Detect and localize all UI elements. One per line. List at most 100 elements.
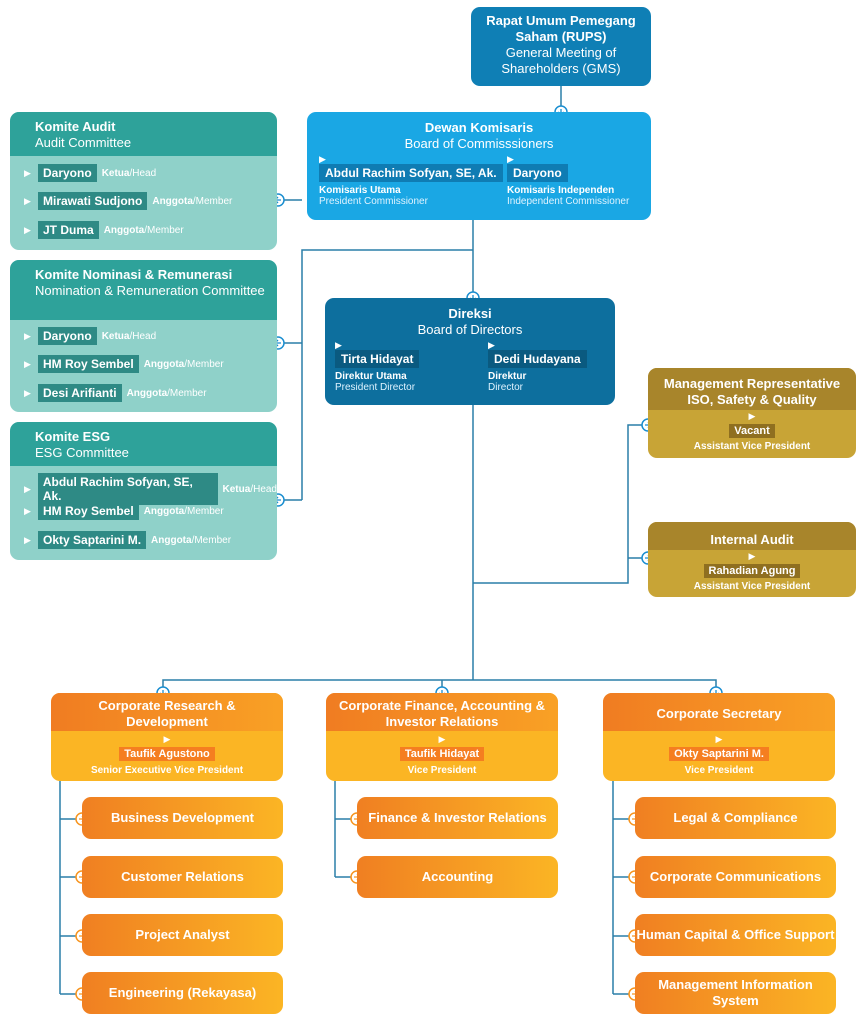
member-role: Anggota (143, 358, 185, 370)
member-role-en: /Member (144, 224, 184, 236)
member-role-en: /Head (129, 167, 157, 179)
commissioners-title: Dewan Komisaris (424, 120, 534, 135)
director-role-en: President Director (335, 382, 416, 393)
dept-head-role: Vice President (684, 765, 754, 776)
member-role: Anggota (151, 534, 192, 546)
member-name: Abdul Rachim Sofyan, SE, Ak. (37, 473, 218, 505)
triangle-icon: ▶ (335, 340, 342, 350)
dept-corporate-secretary: Corporate Secretary ▶ Okty Saptarini M. … (603, 693, 835, 781)
directors-subtitle: Board of Directors (417, 322, 523, 337)
member-role: Anggota (126, 387, 168, 399)
triangle-icon: ▶ (24, 330, 31, 341)
dept-title: Corporate Secretary (603, 693, 835, 731)
committee-member: ▶ Daryono Ketua/Head (24, 327, 156, 345)
commissioner-role: Komisaris Independen (507, 185, 615, 196)
unit-box: Accounting (357, 856, 558, 898)
committee-member: ▶ HM Roy Sembel Anggota/Member (24, 355, 224, 373)
internal-audit-name: Rahadian Agung (703, 564, 801, 578)
member-name: Desi Arifianti (38, 384, 122, 402)
commissioner-member: ▶ Abdul Rachim Sofyan, SE, Ak. Komisaris… (319, 154, 503, 207)
triangle-icon: ▶ (24, 358, 31, 369)
dept-head-name: Taufik Agustono (119, 747, 215, 761)
dept-research-development: Corporate Research & Development ▶ Taufi… (51, 693, 283, 781)
unit-box: Project Analyst (82, 914, 283, 956)
board-of-directors-box: Direksi Board of Directors ▶ Tirta Hiday… (325, 298, 615, 405)
director-member: ▶ Dedi Hudayana Direktur Director (488, 340, 587, 393)
internal-audit-role: Assistant Vice President (693, 581, 811, 592)
triangle-icon: ▶ (24, 483, 31, 494)
member-role: Anggota (143, 505, 185, 517)
committee-member: ▶ Okty Saptarini M. Anggota/Member (24, 531, 231, 549)
committee-member: ▶ HM Roy Sembel Anggota/Member (24, 502, 224, 520)
member-name: Okty Saptarini M. (38, 531, 147, 549)
mgmt-rep-name: Vacant (729, 424, 775, 438)
commissioner-name: Abdul Rachim Sofyan, SE, Ak. (319, 164, 503, 182)
mgmt-rep-role: Assistant Vice President (693, 441, 811, 452)
triangle-icon: ▶ (715, 734, 723, 744)
member-role-en: /Member (167, 387, 207, 399)
commissioner-role: Komisaris Utama (319, 185, 401, 196)
member-role-en: /Head (129, 330, 157, 342)
committee-title: Komite Audit (35, 119, 116, 134)
dept-title: Corporate Research & Development (51, 693, 283, 731)
dept-head-role: Vice President (407, 765, 477, 776)
committee-member: ▶ Desi Arifianti Anggota/Member (24, 384, 207, 402)
commissioner-name: Daryono (507, 164, 568, 182)
member-role: Anggota (152, 195, 193, 207)
member-name: HM Roy Sembel (38, 502, 139, 520)
triangle-icon: ▶ (163, 734, 171, 744)
triangle-icon: ▶ (748, 551, 756, 561)
committee-member: ▶ Mirawati Sudjono Anggota/Member (24, 192, 232, 210)
dept-title: Corporate Finance, Accounting & Investor… (326, 693, 558, 731)
dept-head-role: Senior Executive Vice President (90, 765, 244, 776)
board-of-commissioners-box: Dewan Komisaris Board of Commisssioners … (307, 112, 651, 220)
internal-audit-box: Internal Audit ▶ Rahadian Agung Assistan… (648, 522, 856, 597)
unit-box: Finance & Investor Relations (357, 797, 558, 839)
triangle-icon: ▶ (24, 224, 31, 235)
triangle-icon: ▶ (319, 154, 326, 164)
member-role: Ketua (222, 483, 251, 495)
committee-title: Komite Nominasi & Remunerasi (35, 267, 233, 282)
nomination-committee-box: Komite Nominasi & Remunerasi Nomination … (10, 260, 277, 412)
dept-head-name: Taufik Hidayat (399, 747, 485, 761)
member-name: HM Roy Sembel (38, 355, 139, 373)
member-role-en: /Member (184, 505, 224, 517)
member-name: Daryono (38, 164, 97, 182)
member-role-en: /Member (192, 195, 233, 207)
member-role-en: /Head (250, 483, 277, 495)
director-member: ▶ Tirta Hidayat Direktur Utama President… (335, 340, 420, 393)
director-name: Dedi Hudayana (488, 350, 587, 368)
unit-box: Engineering (Rekayasa) (82, 972, 283, 1014)
rups-box: Rapat Umum Pemegang Saham (RUPS) General… (471, 7, 651, 86)
triangle-icon: ▶ (24, 534, 31, 545)
committee-subtitle: ESG Committee (35, 445, 129, 460)
director-role: Direktur (488, 371, 527, 382)
triangle-icon: ▶ (488, 340, 495, 350)
member-role: Ketua (101, 330, 130, 342)
triangle-icon: ▶ (24, 195, 31, 206)
triangle-icon: ▶ (24, 167, 31, 178)
commissioner-member: ▶ Daryono Komisaris Independen Independe… (507, 154, 629, 207)
commissioners-subtitle: Board of Commisssioners (404, 136, 554, 151)
member-name: JT Duma (38, 221, 99, 239)
dept-head-name: Okty Saptarini M. (669, 747, 769, 761)
committee-member: ▶ JT Duma Anggota/Member (24, 221, 184, 239)
director-name: Tirta Hidayat (335, 350, 420, 368)
dept-finance-accounting: Corporate Finance, Accounting & Investor… (326, 693, 558, 781)
triangle-icon: ▶ (24, 505, 31, 516)
triangle-icon: ▶ (507, 154, 514, 164)
unit-box: Management Information System (635, 972, 836, 1014)
mgmt-rep-title: Management Representative ISO, Safety & … (663, 376, 841, 407)
member-name: Daryono (38, 327, 97, 345)
management-representative-box: Management Representative ISO, Safety & … (648, 368, 856, 458)
committee-subtitle: Nomination & Remuneration Committee (35, 283, 265, 298)
member-role-en: /Member (184, 358, 224, 370)
member-role: Anggota (103, 224, 145, 236)
unit-box: Human Capital & Office Support (635, 914, 836, 956)
rups-title: Rapat Umum Pemegang Saham (RUPS) (486, 13, 636, 44)
triangle-icon: ▶ (438, 734, 446, 744)
unit-box: Legal & Compliance (635, 797, 836, 839)
audit-committee-box: Komite Audit Audit Committee ▶ Daryono K… (10, 112, 277, 250)
committee-member: ▶ Abdul Rachim Sofyan, SE, Ak. Ketua/Hea… (24, 473, 277, 505)
triangle-icon: ▶ (24, 387, 31, 398)
